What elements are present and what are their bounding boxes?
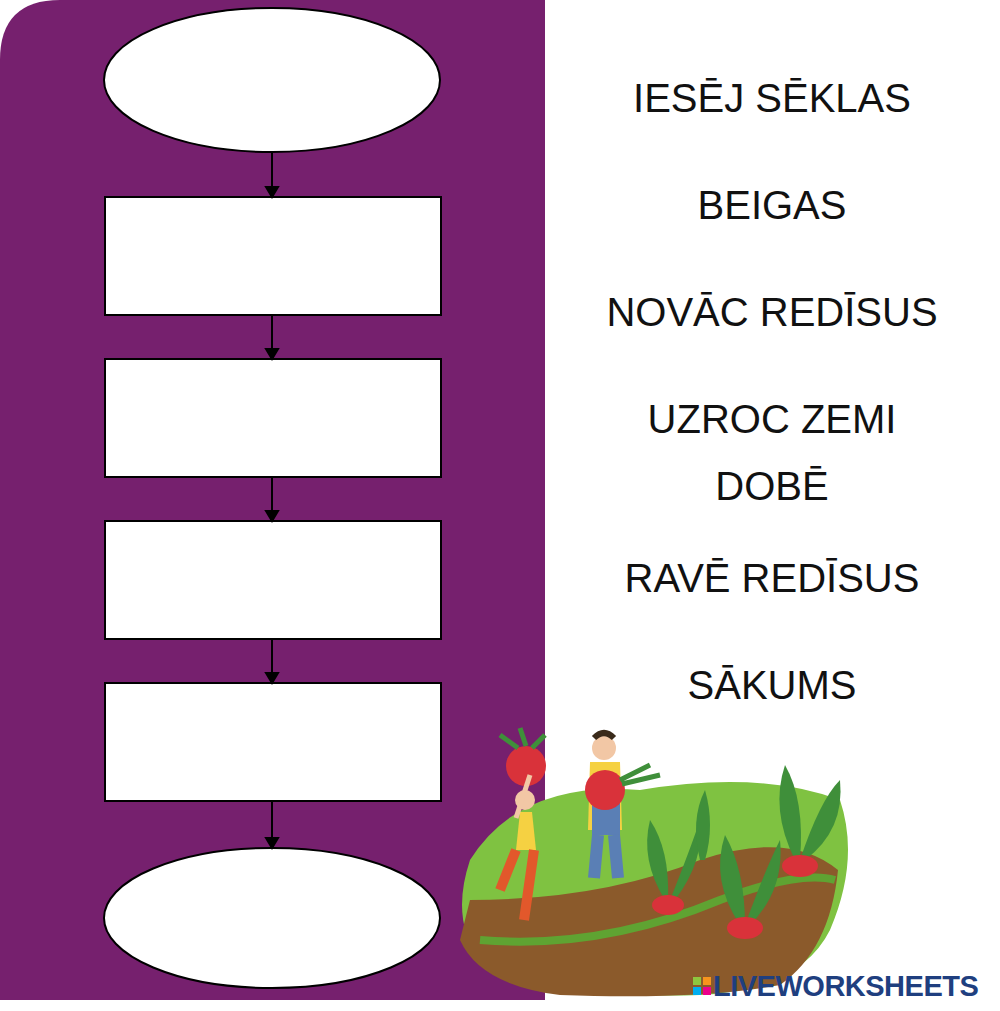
- garden-illustration: [460, 728, 848, 996]
- flow-arrows: [266, 152, 278, 848]
- step-option: BEIGAS: [582, 181, 962, 229]
- empty-flowchart: [104, 8, 441, 988]
- step-option: IESĒJ SĒKLAS: [582, 74, 962, 122]
- step-option: RAVĒ REDĪSUS: [582, 554, 962, 602]
- purple-panel: [0, 0, 545, 1000]
- watermark-icon: [693, 977, 711, 995]
- step-option: UZROC ZEMI DOBĒ: [627, 386, 917, 520]
- step-option: NOVĀC REDĪSUS: [582, 288, 962, 336]
- watermark: LIVEWORKSHEETS: [713, 970, 978, 1003]
- step-option: SĀKUMS: [582, 661, 962, 709]
